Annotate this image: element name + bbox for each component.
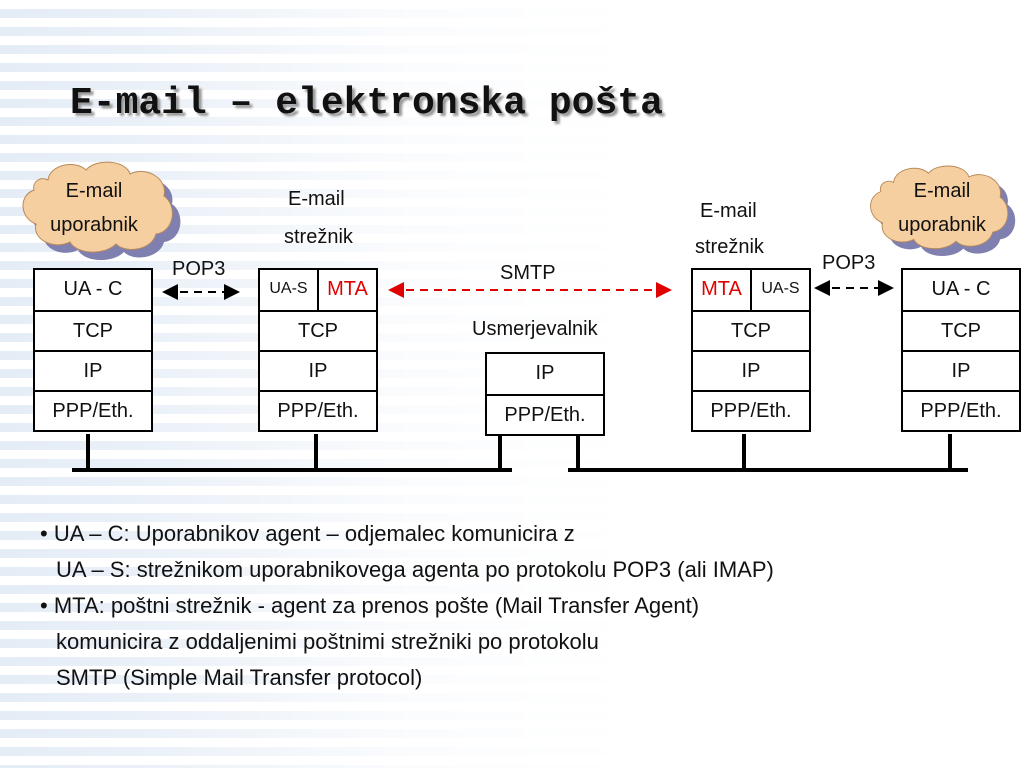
layer-ppp: PPP/Eth. (260, 390, 376, 430)
server-left-label-2: strežnik (284, 226, 353, 248)
pop3-left-label: POP3 (172, 258, 226, 280)
layer-mta: MTA (693, 270, 752, 310)
server-left-label-1: E-mail (288, 188, 345, 210)
layer-ua-s: UA-S (761, 280, 800, 297)
server-right-label-2: strežnik (695, 236, 764, 258)
cloud-right-text: E-mail uporabnik (872, 174, 1012, 242)
layer-mta: MTA (327, 278, 368, 300)
bullet-ua-c: • UA – C: Uporabnikov agent – odjemalec … (40, 521, 575, 546)
layer-ppp: PPP/Eth. (35, 390, 151, 430)
stack-client-right: UA - C TCP IP PPP/Eth. (901, 268, 1021, 432)
bullet-mta-cont: komunicira z oddaljenimi poštnimi strežn… (56, 629, 599, 654)
page-title: E-mail – elektronska pošta (70, 82, 663, 125)
layer-ppp: PPP/Eth. (693, 390, 809, 430)
cloud-left-icon (22, 161, 181, 260)
layer-ua-c: UA - C (931, 278, 991, 300)
bullet-list: • UA – C: Uporabnikov agent – odjemalec … (40, 516, 774, 696)
stack-client-left: UA - C TCP IP PPP/Eth. (33, 268, 153, 432)
layer-ip: IP (535, 362, 555, 384)
cloud-right-icon (870, 165, 1016, 256)
layer-ua-s: UA-S (260, 270, 319, 310)
layer-ip: IP (693, 350, 809, 390)
cloud-left-text: E-mail uporabnik (24, 174, 164, 242)
bullet-mta: • MTA: poštni strežnik - agent za prenos… (40, 593, 700, 618)
cloud-left-line1: E-mail (65, 180, 123, 202)
stack-server-right: MTA UA-S TCP IP PPP/Eth. (691, 268, 811, 432)
cloud-right-line1: E-mail (913, 180, 971, 202)
layer-app-split: MTA UA-S (693, 270, 809, 310)
router-label: Usmerjevalnik (472, 318, 598, 340)
bullet-ua-s: UA – S: strežnikom uporabnikovega agenta… (56, 557, 774, 582)
server-right-label-1: E-mail (700, 200, 757, 222)
layer-tcp: TCP (260, 310, 376, 350)
layer-tcp: TCP (693, 310, 809, 350)
layer-tcp: TCP (35, 310, 151, 350)
layer-ip: IP (260, 350, 376, 390)
layer-ip: IP (35, 350, 151, 390)
cloud-right-line2: uporabnik (898, 214, 986, 236)
smtp-label: SMTP (500, 262, 556, 284)
stack-server-left: UA-S MTA TCP IP PPP/Eth. (258, 268, 378, 432)
stack-router: IP PPP/Eth. (485, 352, 605, 436)
layer-ppp: PPP/Eth. (903, 390, 1019, 430)
layer-ua-c: UA - C (63, 278, 123, 300)
layer-ip: IP (903, 350, 1019, 390)
layer-tcp: TCP (903, 310, 1019, 350)
pop3-right-label: POP3 (822, 252, 876, 274)
layer-ppp: PPP/Eth. (487, 394, 603, 434)
cloud-left-line2: uporabnik (50, 214, 138, 236)
bullet-smtp: SMTP (Simple Mail Transfer protocol) (56, 665, 423, 690)
layer-app-split: UA-S MTA (260, 270, 376, 310)
